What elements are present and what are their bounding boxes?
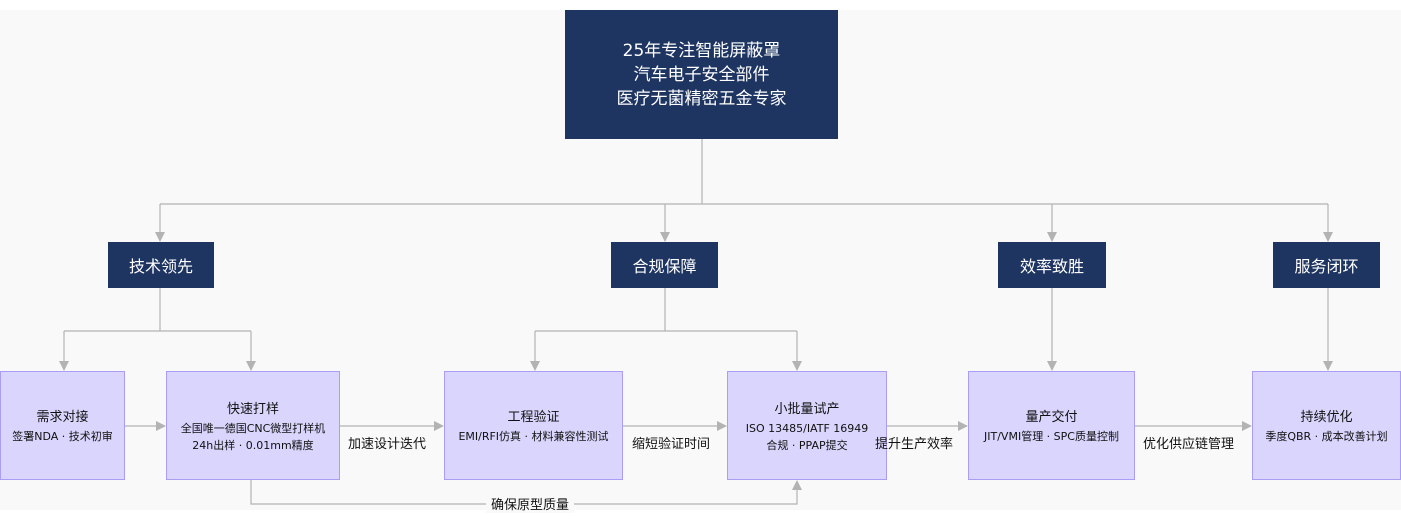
root-line: 医疗无菌精密五金专家	[616, 88, 787, 109]
edge-label: 优化供应链管理	[1143, 437, 1235, 452]
step-continuous-improvement: 持续优化 季度QBR · 成本改善计划	[1252, 371, 1401, 480]
step-desc: JIT/VMI管理 · SPC质量控制	[984, 430, 1119, 443]
edge-label: 加速设计迭代	[348, 437, 427, 452]
step-title: 工程验证	[507, 410, 560, 425]
step-desc: 24h出样 · 0.01mm精度	[192, 438, 314, 452]
root-line: 25年专注智能屏蔽罩	[622, 40, 781, 61]
step-desc: 签署NDA · 技术初审	[12, 430, 113, 443]
pillar-efficiency: 效率致胜	[998, 242, 1106, 288]
root-line: 汽车电子安全部件	[633, 64, 770, 85]
step-title: 小批量试产	[774, 401, 840, 417]
step-title: 量产交付	[1025, 410, 1078, 425]
step-desc: EMI/RFI仿真 · 材料兼容性测试	[458, 430, 609, 443]
step-mass-delivery: 量产交付 JIT/VMI管理 · SPC质量控制	[968, 371, 1135, 480]
pillar-compliance: 合规保障	[611, 242, 718, 288]
step-desc: 合规 · PPAP提交	[766, 438, 848, 452]
step-engineering-validation: 工程验证 EMI/RFI仿真 · 材料兼容性测试	[444, 371, 623, 480]
step-title: 持续优化	[1300, 410, 1353, 425]
step-desc: ISO 13485/IATF 16949	[745, 421, 869, 435]
step-pilot-production: 小批量试产 ISO 13485/IATF 16949 合规 · PPAP提交	[727, 371, 887, 480]
root-node: 25年专注智能屏蔽罩 汽车电子安全部件 医疗无菌精密五金专家	[565, 10, 838, 139]
step-prototyping: 快速打样 全国唯一德国CNC微型打样机 24h出样 · 0.01mm精度	[166, 371, 340, 480]
step-desc: 全国唯一德国CNC微型打样机	[180, 421, 326, 435]
loop-label: 确保原型质量	[486, 494, 575, 513]
edge-label: 缩短验证时间	[632, 437, 711, 452]
pillar-tech-lead: 技术领先	[108, 242, 214, 288]
edge-label: 提升生产效率	[875, 437, 954, 452]
step-desc: 季度QBR · 成本改善计划	[1265, 430, 1388, 443]
step-title: 快速打样	[226, 401, 279, 417]
step-title: 需求对接	[36, 410, 89, 425]
pillar-service: 服务闭环	[1273, 242, 1380, 288]
step-requirements: 需求对接 签署NDA · 技术初审	[0, 371, 125, 480]
